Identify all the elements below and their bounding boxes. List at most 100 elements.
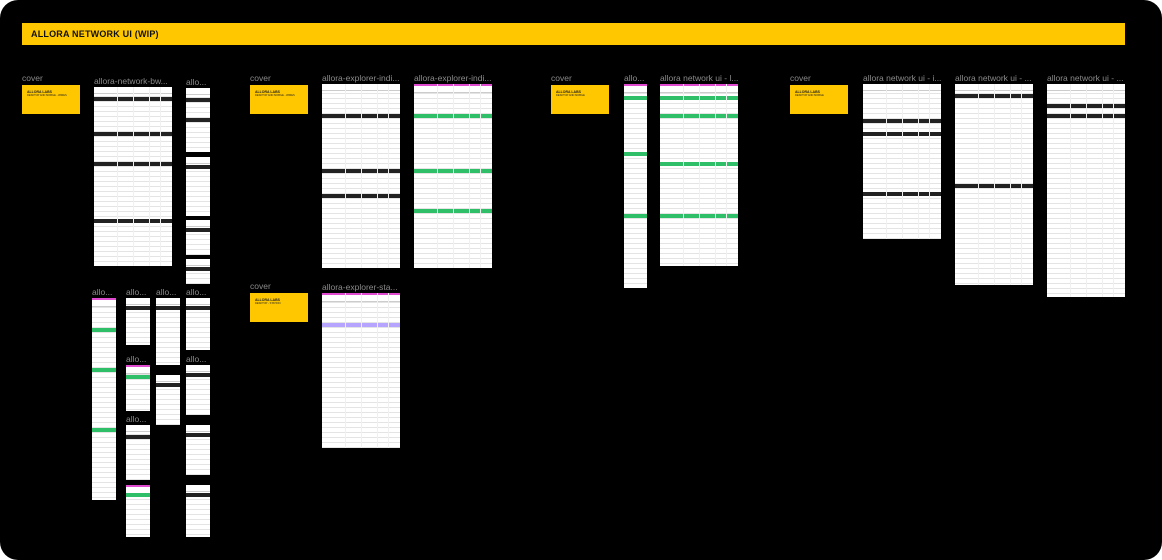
design-frame[interactable]: [186, 298, 210, 350]
frame-section-bar: [186, 118, 210, 122]
frame-header: [186, 425, 210, 432]
page-banner: ALLORA NETWORK UI (WIP): [22, 23, 1125, 45]
design-frame[interactable]: [863, 84, 941, 239]
cover-subtitle: DESKTOP AND MOBILE - WIRES: [255, 94, 295, 97]
cover-subtitle: DESKTOP - STATION: [255, 302, 281, 305]
design-frame[interactable]: [186, 220, 210, 255]
design-frame[interactable]: [624, 84, 647, 288]
design-frame[interactable]: [156, 298, 180, 365]
cover-title: ALLORA LABS: [795, 90, 820, 94]
design-frame[interactable]: [660, 84, 738, 266]
frame-section-bar: [126, 375, 150, 379]
frame-label[interactable]: allora network ui - i...: [863, 73, 942, 83]
frame-column-line: [978, 84, 980, 285]
frame-column-line: [994, 84, 995, 285]
cover-title: ALLORA LABS: [27, 90, 52, 94]
frame-label[interactable]: allora network ui - ...: [955, 73, 1032, 83]
frame-section-bar: [624, 96, 647, 100]
cover-title: ALLORA LABS: [556, 90, 581, 94]
cover-label[interactable]: cover: [250, 281, 271, 291]
design-frame[interactable]: [186, 259, 210, 284]
frame-column-line: [1009, 84, 1011, 285]
cover-label[interactable]: cover: [250, 73, 271, 83]
design-frame[interactable]: [955, 84, 1033, 285]
frame-column-line: [886, 84, 888, 239]
frame-column-line: [376, 84, 378, 268]
frame-label[interactable]: allora-explorer-indi...: [322, 73, 400, 83]
frame-section-bar: [624, 214, 647, 218]
design-frame[interactable]: [322, 293, 400, 448]
frame-column-line: [714, 84, 716, 266]
design-frame[interactable]: [322, 84, 400, 268]
frame-section-bar: [156, 306, 180, 310]
frame-column-line: [388, 84, 390, 268]
frame-section-bar: [186, 373, 210, 377]
frame-header: [92, 298, 116, 307]
frame-column-line: [148, 87, 150, 266]
design-frame[interactable]: [156, 375, 180, 425]
frame-header: [186, 220, 210, 227]
cover-subtitle: DESKTOP AND MOBILE: [556, 94, 585, 97]
frame-section-bar: [92, 368, 116, 372]
frame-header: [186, 298, 210, 305]
frame-column-line: [1070, 84, 1072, 297]
frame-label[interactable]: allora network ui - ...: [1047, 73, 1124, 83]
design-frame[interactable]: [126, 365, 150, 411]
design-frame[interactable]: [92, 298, 116, 500]
frame-label[interactable]: allo...: [186, 354, 207, 364]
frame-column-line: [683, 84, 685, 266]
frame-header: [126, 365, 150, 374]
frame-section-bar: [92, 428, 116, 432]
frame-column-line: [345, 293, 347, 448]
design-frame[interactable]: [186, 88, 210, 152]
frame-label[interactable]: allora-network-bw...: [94, 76, 168, 86]
frame-column-line: [388, 293, 390, 448]
frame-label[interactable]: allo...: [186, 77, 207, 87]
frame-label[interactable]: allo...: [126, 287, 147, 297]
cover-subtitle: DESKTOP AND MOBILE - WIRES: [27, 94, 67, 97]
design-frame[interactable]: [126, 298, 150, 345]
frame-label[interactable]: allora network ui - l...: [660, 73, 739, 83]
frame-section-bar: [126, 435, 150, 439]
frame-label[interactable]: allora-explorer-indi...: [414, 73, 492, 83]
design-frame[interactable]: [414, 84, 492, 268]
cover-label[interactable]: cover: [22, 73, 43, 83]
frame-column-line: [1021, 84, 1023, 285]
banner-title: ALLORA NETWORK UI (WIP): [31, 29, 159, 39]
frame-column-line: [1101, 84, 1103, 297]
design-frame[interactable]: [186, 485, 210, 537]
frame-header: [126, 298, 150, 305]
frame-header: [126, 425, 150, 432]
design-frame[interactable]: [126, 485, 150, 537]
frame-label[interactable]: allora-explorer-sta...: [322, 282, 398, 292]
frame-section-bar: [186, 98, 210, 102]
frame-section-bar: [126, 493, 150, 497]
design-frame[interactable]: [186, 365, 210, 415]
cover-label[interactable]: cover: [551, 73, 572, 83]
frame-column-line: [480, 84, 482, 268]
frame-label[interactable]: allo...: [126, 414, 147, 424]
frame-label[interactable]: allo...: [92, 287, 113, 297]
design-frame[interactable]: [94, 87, 172, 266]
design-frame[interactable]: [1047, 84, 1125, 297]
frame-label[interactable]: allo...: [126, 354, 147, 364]
frame-column-line: [133, 87, 134, 266]
frame-column-line: [361, 293, 362, 448]
frame-column-line: [917, 84, 919, 239]
frame-label[interactable]: allo...: [186, 287, 207, 297]
design-frame[interactable]: [126, 425, 150, 480]
design-frame[interactable]: [186, 157, 210, 216]
frame-label[interactable]: allo...: [156, 287, 177, 297]
cover-label[interactable]: cover: [790, 73, 811, 83]
frame-section-bar: [186, 228, 210, 232]
frame-label[interactable]: allo...: [624, 73, 645, 83]
cover-title: ALLORA LABS: [255, 90, 280, 94]
cover-subtitle: DESKTOP AND MOBILE: [795, 94, 824, 97]
design-frame[interactable]: [186, 425, 210, 475]
